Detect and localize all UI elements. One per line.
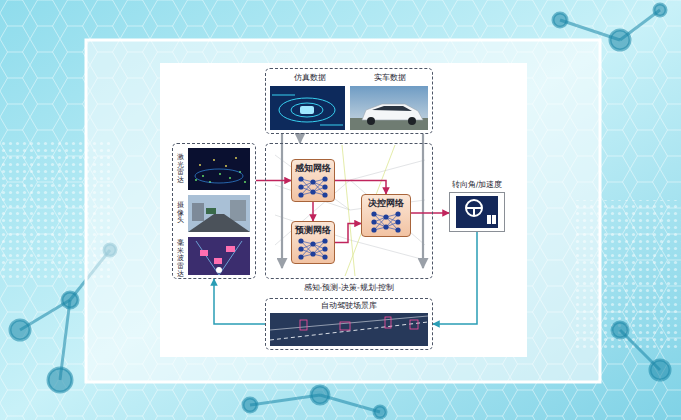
- connector-arrow: [335, 181, 386, 195]
- radar-image: [188, 237, 250, 275]
- network-box: 预测网络: [291, 221, 335, 264]
- scene-library-box: 自动驾驶场景库: [265, 298, 433, 350]
- vertical-label: 摄像头: [177, 202, 184, 225]
- data-source-box: 仿真数据实车数据: [265, 68, 433, 134]
- network-icon: [296, 175, 330, 199]
- network-group: 感知网络预测网络决控网络感知-预测-决策-规划-控制: [265, 143, 433, 279]
- node-label: 感知网络: [292, 163, 334, 173]
- lidar-image: [188, 148, 250, 190]
- network-box: 感知网络: [291, 159, 335, 202]
- actuator-box: 转向角/加速度: [449, 192, 505, 232]
- steering-icon: [450, 193, 504, 231]
- network-icon: [369, 210, 403, 234]
- camera-image: [188, 195, 250, 232]
- connector-arrow: [433, 232, 477, 324]
- simulation-image: [270, 86, 345, 130]
- node-label: 预测网络: [292, 225, 334, 235]
- network-box: 决控网络: [361, 194, 411, 237]
- node-label: 自动驾驶场景库: [266, 301, 432, 310]
- node-label: 决控网络: [362, 198, 410, 208]
- molecule-decor: [10, 4, 670, 418]
- outer-frame: [86, 40, 600, 382]
- connector-arrow: [214, 279, 265, 324]
- node-label: 转向角/加速度: [438, 180, 516, 189]
- node-label: 仿真数据: [271, 73, 349, 82]
- vertical-label: 激光雷达: [177, 154, 184, 185]
- node-label: 感知-预测-决策-规划-控制: [266, 283, 432, 292]
- connector-arrow: [299, 134, 301, 143]
- sensor-box: 激光雷达摄像头毫米波雷达: [172, 143, 256, 279]
- white-panel: [160, 63, 527, 357]
- connector-arrow: [411, 212, 449, 214]
- data-flow-line: [282, 134, 423, 268]
- connector-arrow: [335, 224, 361, 243]
- connector-arrow: [256, 180, 291, 182]
- vertical-label: 毫米波雷达: [177, 240, 184, 278]
- real-car-image: [350, 86, 428, 130]
- scene-library-image: [270, 313, 428, 346]
- connector-arrow: [312, 202, 314, 221]
- node-label: 实车数据: [351, 73, 429, 82]
- network-icon: [296, 237, 330, 261]
